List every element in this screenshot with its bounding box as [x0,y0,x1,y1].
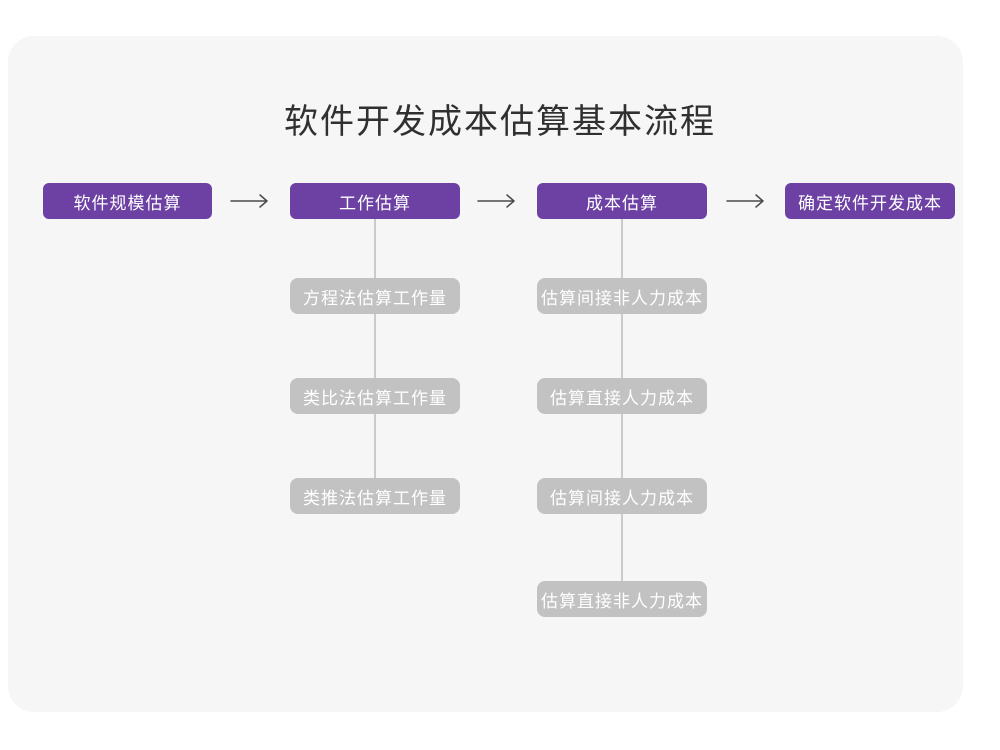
diagram-title: 软件开发成本估算基本流程 [284,103,716,141]
arrow-right-icon [230,193,270,209]
flowchart-card [8,36,963,712]
step-work-estimation: 工作估算 [290,183,460,219]
substep-indirect-labor-cost: 估算间接人力成本 [537,478,707,514]
substep-extrapolation-method: 类推法估算工作量 [290,478,460,514]
connector-work-estimation-line [374,219,376,490]
substep-indirect-nonlabor-cost: 估算间接非人力成本 [537,278,707,314]
arrow-right-icon [477,193,517,209]
step-software-scale-estimation: 软件规模估算 [43,183,212,219]
substep-equation-method: 方程法估算工作量 [290,278,460,314]
substep-direct-labor-cost: 估算直接人力成本 [537,378,707,414]
step-cost-estimation: 成本估算 [537,183,707,219]
substep-direct-nonlabor-cost: 估算直接非人力成本 [537,581,707,617]
arrow-right-icon [726,193,766,209]
step-determine-dev-cost: 确定软件开发成本 [785,183,955,219]
substep-analogy-method: 类比法估算工作量 [290,378,460,414]
